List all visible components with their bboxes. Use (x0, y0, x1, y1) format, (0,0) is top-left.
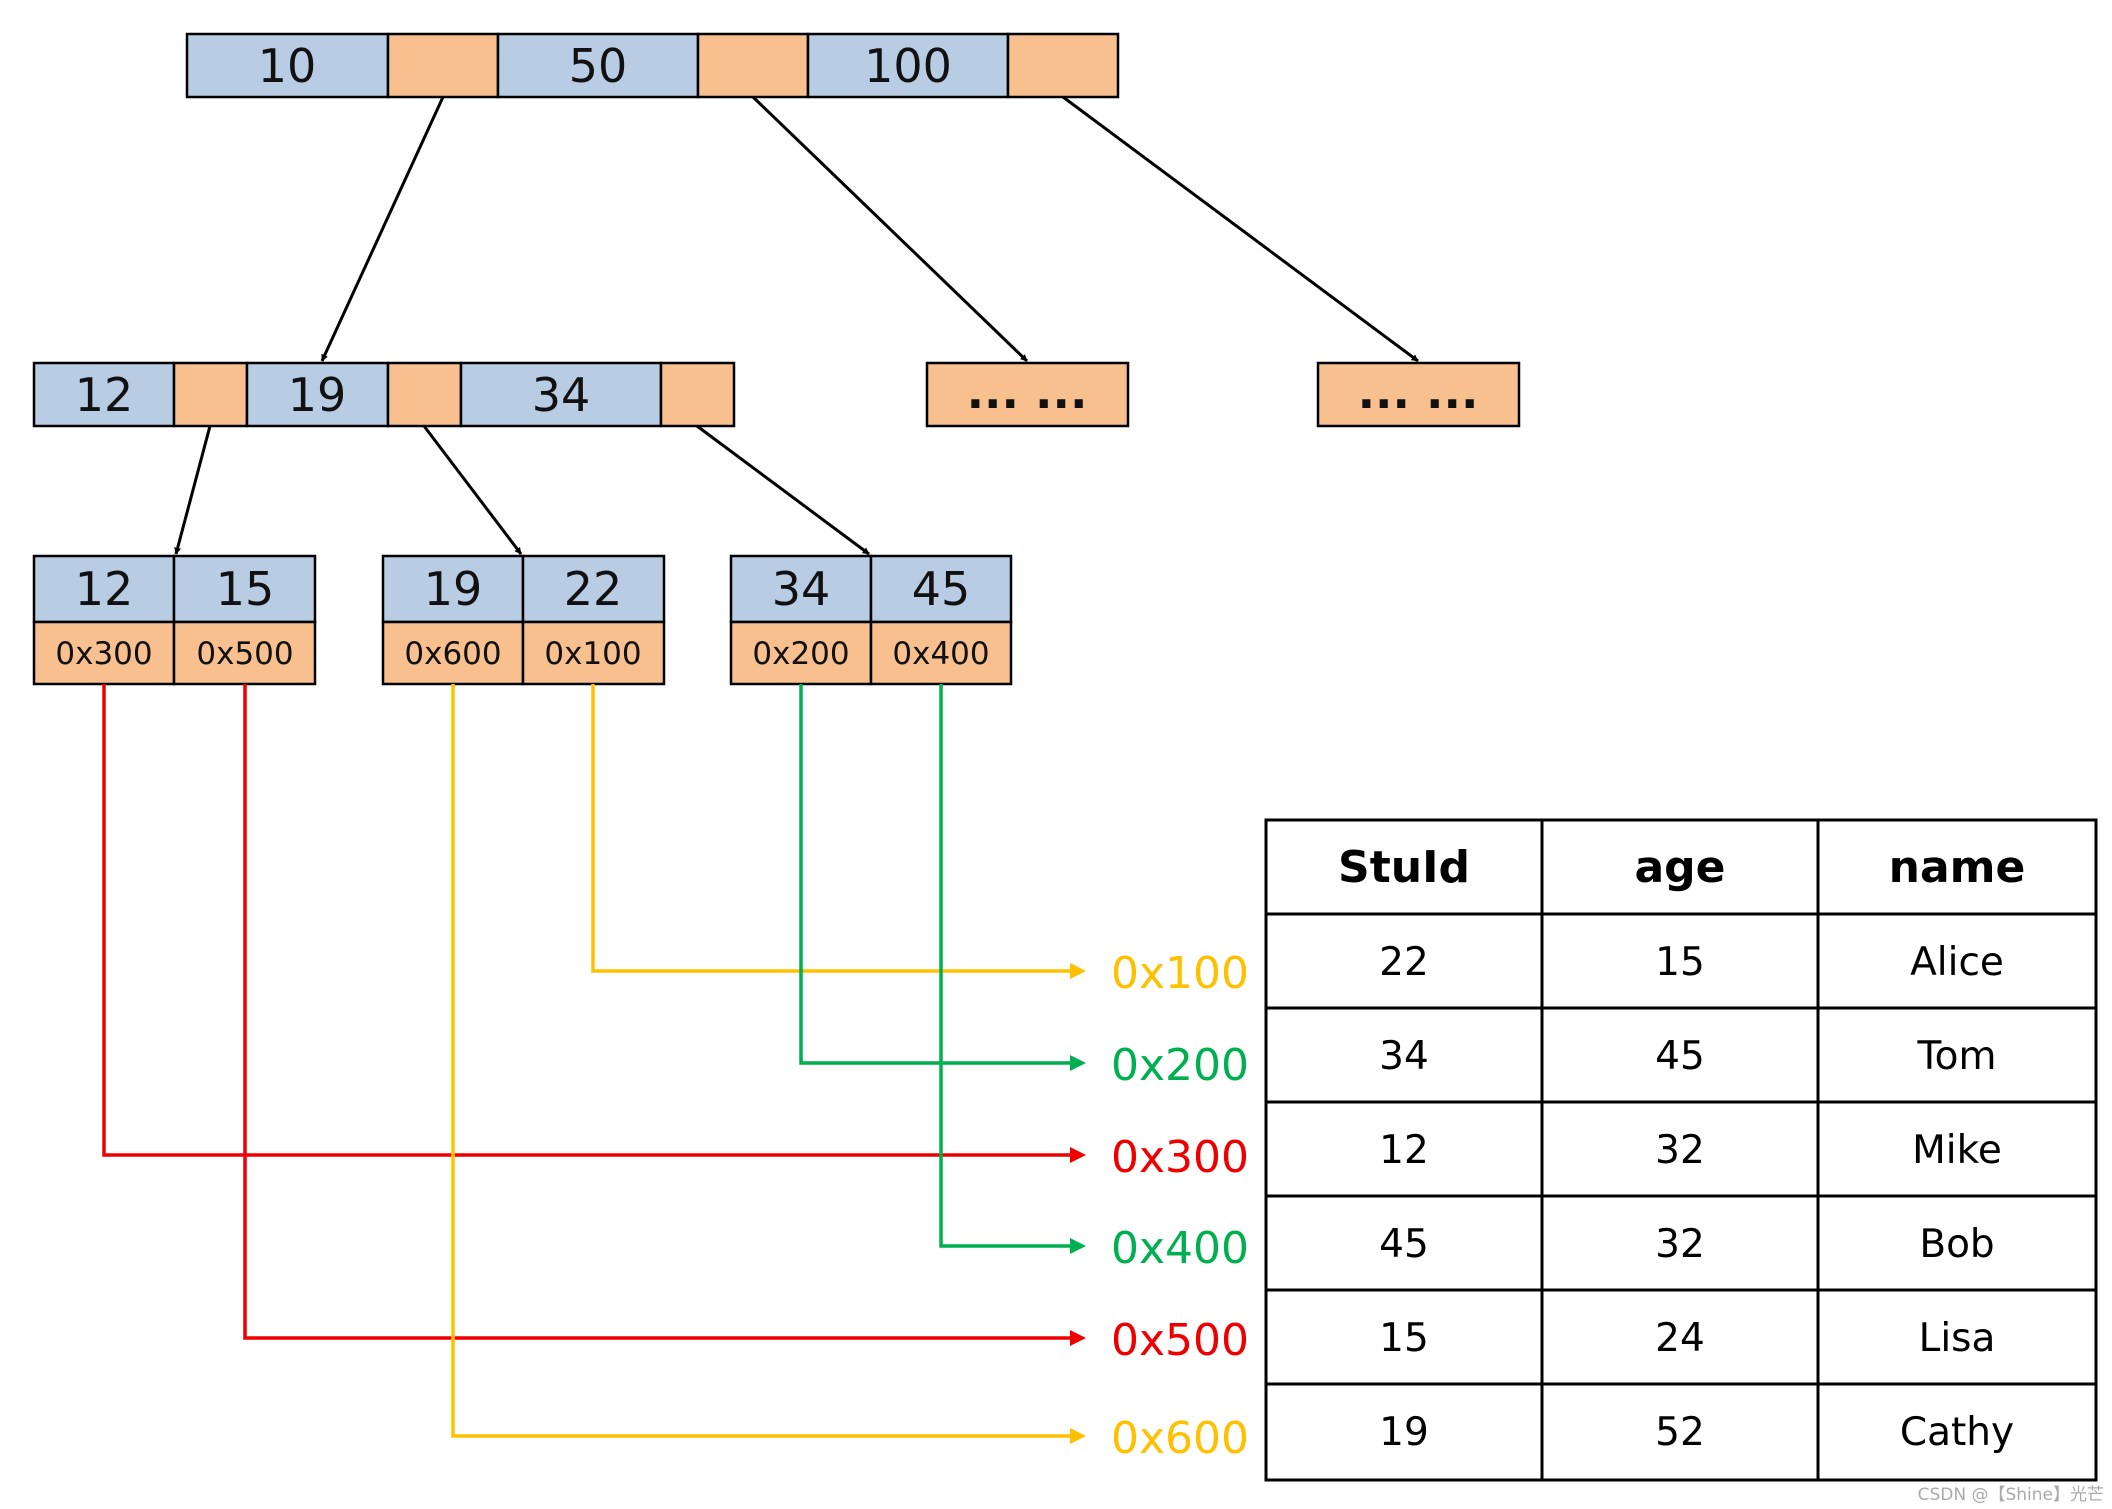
leaf1-key-cell-2 (172, 554, 317, 624)
pointer-line-0x100 (591, 684, 1072, 973)
table-cell: Cathy (1900, 1410, 2014, 1455)
leaf3-key-1: 34 (772, 562, 831, 616)
table-cell: 22 (1379, 940, 1429, 985)
watermark: CSDN @【Shine】光芒 (1918, 1485, 2104, 1505)
root-key-cell-1 (185, 32, 390, 99)
address-label-0x600: 0x600 (1111, 1413, 1249, 1464)
pointer-line-0x400 (939, 684, 1072, 1248)
arrowhead-0x400 (1070, 1238, 1086, 1254)
leaf3-ptr-2: 0x400 (892, 636, 989, 672)
arrowhead-0x200 (1070, 1055, 1086, 1071)
address-label-0x300: 0x300 (1111, 1132, 1249, 1183)
l2-key-2: 19 (288, 368, 347, 422)
leaf1-key-2: 15 (216, 562, 275, 616)
arrowhead-0x500 (1070, 1330, 1086, 1346)
address-label-0x100: 0x100 (1111, 948, 1249, 999)
table-cell: 34 (1379, 1034, 1429, 1079)
table-cell: 32 (1655, 1222, 1705, 1267)
leaf3-key-cell-1 (729, 554, 873, 624)
ellipsis-node-1-label: ... ... (967, 365, 1088, 419)
leaf-node-1 (32, 554, 317, 686)
pointer-line-0x200 (799, 684, 1072, 1065)
pointer-lines (102, 684, 1086, 1444)
leaf3-ptr-cell-2 (869, 620, 1013, 686)
ellipsis-node-1 (925, 361, 1130, 428)
root-key-cell-3 (806, 32, 1010, 99)
arrowhead-0x100 (1070, 963, 1086, 979)
pointer-line-0x300 (102, 684, 1072, 1157)
leaf2-key-1: 19 (424, 562, 483, 616)
table-cell: 15 (1379, 1316, 1429, 1361)
l2-key-3: 34 (532, 368, 591, 422)
table-cell: Lisa (1919, 1316, 1996, 1361)
leaf2-ptr-cell-2 (521, 620, 666, 686)
address-label-0x500: 0x500 (1111, 1315, 1249, 1366)
table-header-age: age (1634, 842, 1725, 893)
root-key-1: 10 (258, 39, 317, 93)
table-cell: 19 (1379, 1410, 1429, 1455)
ellipsis-node-2 (1316, 361, 1521, 428)
tree-edges (174, 95, 1419, 556)
level2-node (32, 361, 736, 428)
arrowhead-0x600 (1070, 1428, 1086, 1444)
edge-root-to-ellipsis-2 (1062, 95, 1419, 363)
table-cell: Tom (1916, 1034, 1996, 1079)
table-header-stuid: StuId (1338, 842, 1470, 893)
leaf3-key-cell-2 (869, 554, 1013, 624)
ellipsis-node-2-label: ... ... (1358, 365, 1479, 419)
root-ptr-cell-2 (696, 32, 810, 99)
student-table: StuId age name 22 15 Alice 34 45 Tom 12 … (1264, 818, 2098, 1482)
root-node (185, 32, 1120, 99)
leaf3-key-2: 45 (912, 562, 971, 616)
edge-l2-to-leaf-3 (696, 424, 870, 556)
edge-l2-to-leaf-1 (174, 425, 212, 555)
table-cell: 24 (1655, 1316, 1705, 1361)
leaf1-key-1: 12 (75, 562, 134, 616)
l2-key-cell-3 (459, 361, 663, 428)
leaf2-ptr-2: 0x100 (544, 636, 641, 672)
l2-ptr-cell-2 (386, 361, 463, 428)
root-ptr-cell-1 (386, 32, 500, 99)
table-border (1264, 818, 2098, 1482)
leaf-node-3 (729, 554, 1013, 686)
table-cell: 12 (1379, 1128, 1429, 1173)
table-cell: 52 (1655, 1410, 1705, 1455)
leaf1-ptr-2: 0x500 (196, 636, 293, 672)
l2-ptr-cell-3 (659, 361, 736, 428)
l2-key-cell-2 (245, 361, 390, 428)
leaf3-ptr-1: 0x200 (752, 636, 849, 672)
edge-root-to-ellipsis-1 (751, 95, 1029, 363)
leaf2-key-cell-2 (521, 554, 666, 624)
table-cell: Alice (1910, 940, 2004, 985)
l2-ptr-cell-1 (172, 361, 249, 428)
address-label-0x400: 0x400 (1111, 1223, 1249, 1274)
root-ptr-cell-3 (1006, 32, 1120, 99)
leaf1-ptr-1: 0x300 (55, 636, 152, 672)
pointer-line-0x500 (243, 684, 1072, 1340)
arrowhead-0x300 (1070, 1147, 1086, 1163)
root-key-2: 50 (569, 39, 628, 93)
leaf3-ptr-cell-1 (729, 620, 873, 686)
table-cell: Bob (1919, 1222, 1994, 1267)
leaf2-ptr-1: 0x600 (404, 636, 501, 672)
table-cell: 15 (1655, 940, 1705, 985)
table-header-name: name (1889, 842, 2026, 893)
table-cell: 45 (1655, 1034, 1705, 1079)
table-cell: 45 (1379, 1222, 1429, 1267)
pointer-line-0x600 (451, 684, 1072, 1438)
edge-root-to-level2 (320, 96, 445, 362)
root-key-cell-2 (496, 32, 700, 99)
root-key-3: 100 (864, 39, 952, 93)
table-grid (1266, 820, 2096, 1480)
leaf1-ptr-cell-2 (172, 620, 317, 686)
leaf2-key-2: 22 (564, 562, 623, 616)
address-label-0x200: 0x200 (1111, 1040, 1249, 1091)
table-cell: Mike (1912, 1128, 2002, 1173)
edge-l2-to-leaf-2 (422, 425, 523, 555)
l2-key-1: 12 (75, 368, 134, 422)
leaf-node-2 (381, 554, 666, 686)
table-cell: 32 (1655, 1128, 1705, 1173)
